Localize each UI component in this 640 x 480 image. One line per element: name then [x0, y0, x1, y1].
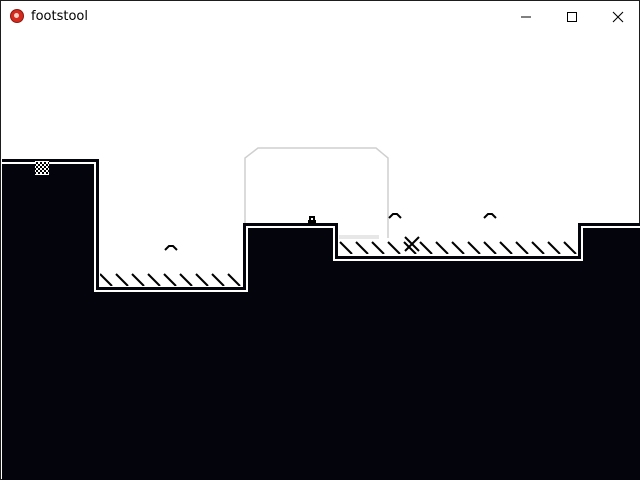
player-sprite [308, 216, 316, 224]
title-bar[interactable]: footstool [1, 1, 639, 32]
maximize-button[interactable] [549, 1, 595, 32]
ghost-fade [339, 235, 379, 239]
minimize-icon [521, 16, 531, 17]
minimize-button[interactable] [503, 1, 549, 32]
target-x-marker [404, 236, 420, 252]
bump-marker-3 [483, 213, 497, 219]
terrain-ground [2, 161, 640, 480]
ghost-outline [244, 147, 389, 238]
app-red-circle-icon [10, 9, 24, 23]
close-icon [612, 11, 624, 22]
hatch-strip-right [339, 239, 577, 254]
game-canvas[interactable] [2, 32, 640, 480]
maximize-icon [567, 11, 577, 22]
bump-marker-2 [388, 213, 402, 219]
close-button[interactable] [595, 1, 640, 32]
window-title: footstool [31, 9, 88, 24]
terrain-outline [2, 159, 640, 289]
spawn-checker-block [35, 161, 49, 175]
bump-marker-1 [164, 245, 178, 251]
terrain-edge [2, 162, 640, 292]
hatch-strip-left [100, 271, 243, 286]
